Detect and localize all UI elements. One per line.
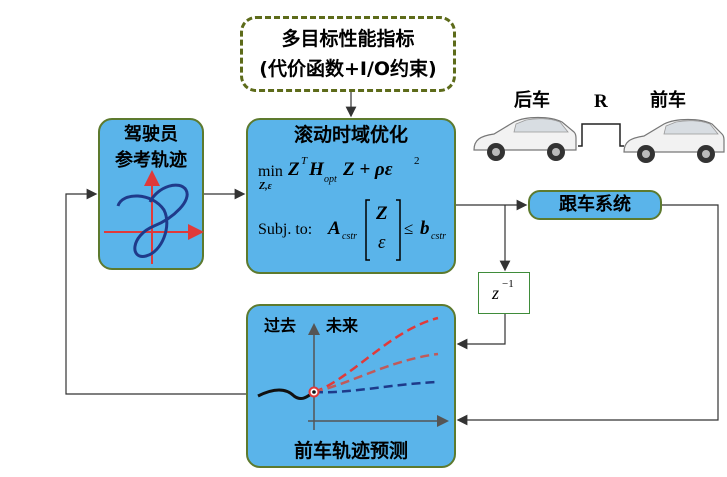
future-label: 未来 [326,316,359,335]
following-system-box [528,190,662,220]
prediction-to-driver [65,188,246,395]
objective-title: 多目标性能指标 [281,28,415,50]
mpc-box [246,118,456,274]
constraint-b-subscript: cstr [431,231,446,242]
subj-label: Subj. to: [258,221,313,238]
gap-label: R [594,91,608,112]
predicted-upper [313,316,439,394]
predicted-lower [313,380,439,394]
constraint-b: b [420,218,430,239]
ref-loop-curve [116,183,189,258]
constraint-vector-top: Z [376,203,388,224]
objective-box [240,16,456,92]
min-label: min [258,163,283,180]
constraint-leq: ≤ [404,219,414,238]
driver-title-line1: 驾驶员 [124,124,178,145]
prediction-box [246,304,456,468]
min-subscript: Z,ε [259,181,272,192]
predicted-middle [313,352,439,394]
prediction-plot [257,316,449,430]
front-car-label: 前车 [650,90,686,111]
past-label: 过去 [264,316,297,335]
constraint-brackets [365,199,401,261]
delay-box [478,272,530,314]
prediction-title: 前车轨迹预测 [293,440,408,462]
following-system-label: 跟车系统 [559,194,631,215]
mpc-title: 滚动时域优化 [293,124,408,146]
delay-to-prediction [456,314,506,350]
constraint-vector-bottom: ε [378,232,386,253]
past-trajectory [257,388,315,400]
following-feedback-loop [456,204,719,426]
delay-z: z [492,283,500,303]
constraint-a-subscript: cstr [342,231,357,242]
driver-title-line2: 参考轨迹 [115,150,187,171]
cost-z-superscript: T [301,155,308,167]
front-car-icon [623,118,725,163]
cost-eps-superscript: 2 [414,155,420,167]
delay-exponent: −1 [502,278,514,290]
rear-car-icon [473,116,577,161]
cost-h: H [309,159,324,180]
car-scene [473,116,725,163]
cost-tail: Z + ρε [343,159,393,180]
objective-subtitle: (代价函数+I/O约束) [259,58,437,80]
reference-trajectory-plot [104,170,204,264]
constraint-a: A [328,218,341,239]
cost-z: Z [288,159,300,180]
gap-bracket [578,123,624,147]
rear-car-label: 后车 [514,90,550,111]
cost-h-subscript: opt [324,174,337,185]
